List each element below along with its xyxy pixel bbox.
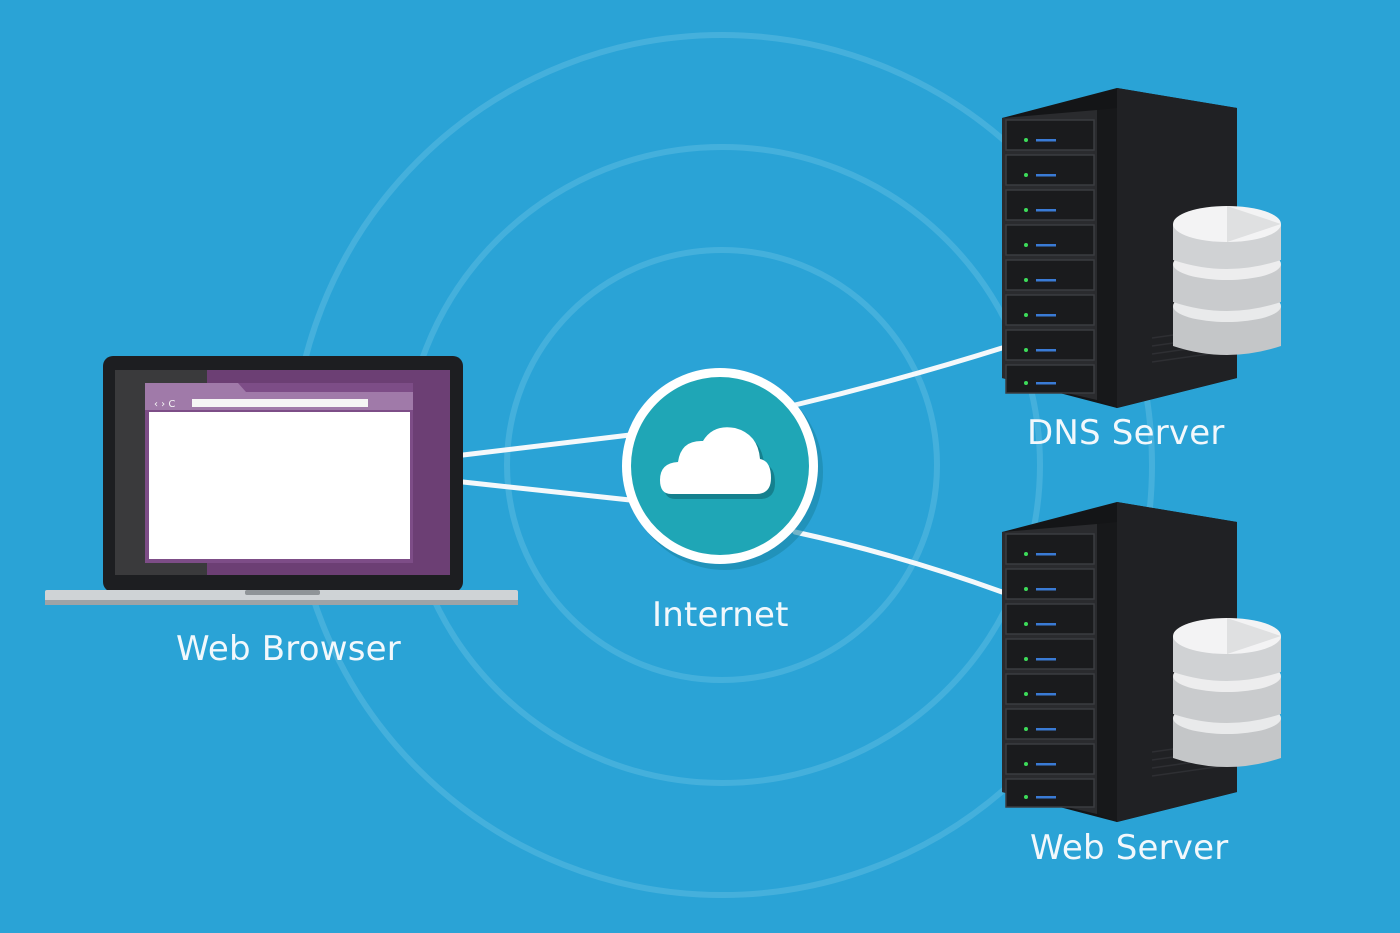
browser-address-bar bbox=[192, 399, 368, 407]
ring-inner bbox=[504, 247, 940, 683]
signal-rings bbox=[289, 32, 1155, 898]
web-browser-label: Web Browser bbox=[176, 629, 401, 669]
database-icon bbox=[1173, 618, 1281, 767]
laptop-notch bbox=[245, 590, 320, 595]
link-internet-dns bbox=[792, 345, 1005, 408]
dns-server-icon bbox=[1001, 87, 1281, 409]
internet-node bbox=[622, 368, 823, 570]
web-server-label: Web Server bbox=[1030, 828, 1229, 868]
database-icon bbox=[1173, 206, 1281, 355]
link-internet-web bbox=[792, 529, 1005, 595]
laptop-base-shadow bbox=[45, 600, 518, 605]
cloud-icon bbox=[660, 427, 775, 499]
browser-nav-glyphs: ‹ › C bbox=[154, 399, 175, 410]
laptop-icon: ‹ › C bbox=[45, 356, 518, 605]
link-browser-internet-bottom bbox=[460, 479, 633, 503]
web-server-icon bbox=[1001, 501, 1281, 823]
browser-page bbox=[149, 412, 410, 559]
dns-server-label: DNS Server bbox=[1027, 413, 1225, 453]
connection-lines bbox=[460, 345, 1005, 595]
internet-label: Internet bbox=[652, 595, 789, 635]
link-browser-internet-top bbox=[460, 432, 633, 458]
